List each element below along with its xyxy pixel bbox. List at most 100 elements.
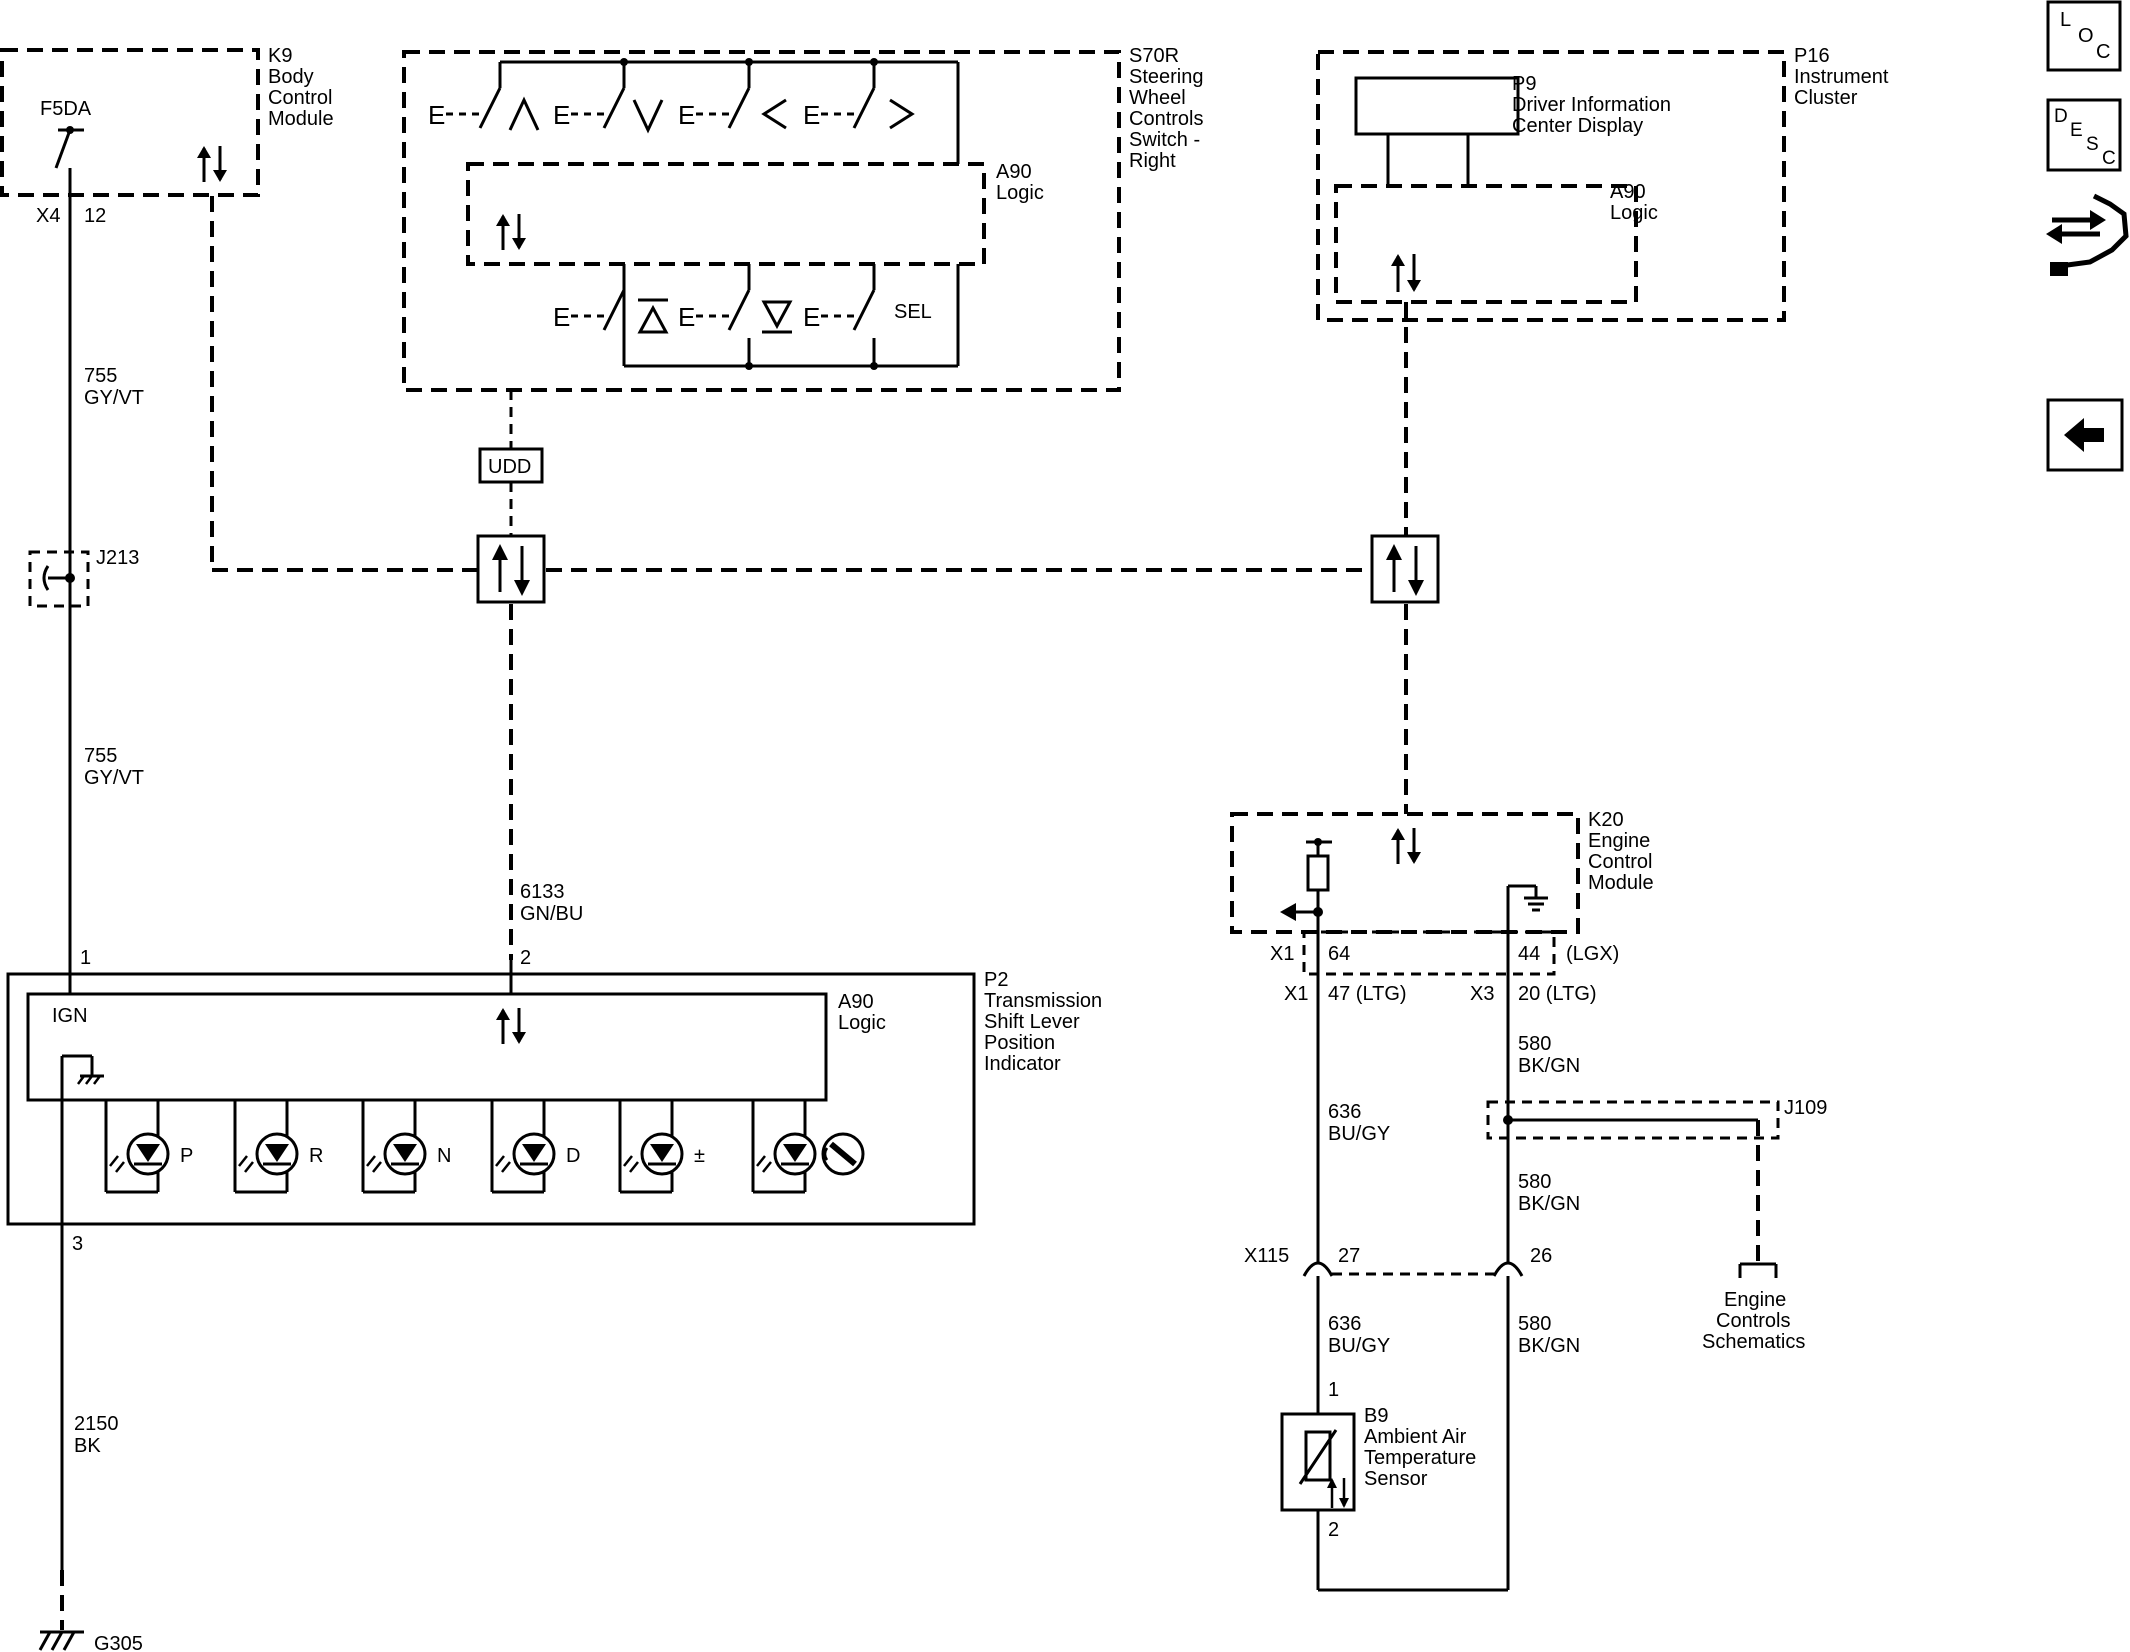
svg-text:GY/VT: GY/VT bbox=[84, 387, 144, 409]
switch-select: E SEL bbox=[803, 289, 932, 332]
svg-text:(LGX): (LGX) bbox=[1566, 943, 1619, 965]
svg-text:X4: X4 bbox=[36, 205, 60, 227]
svg-text:Switch -: Switch - bbox=[1129, 129, 1200, 151]
connector-hand-icon bbox=[2059, 193, 2129, 269]
svg-text:L: L bbox=[2060, 9, 2071, 31]
ambient-air-sensor-circuit: 580 BK/GN 636 BU/GY J109 Engine Controls… bbox=[1244, 912, 1827, 1592]
svg-text:GN/BU: GN/BU bbox=[520, 903, 583, 925]
connector-view-button[interactable] bbox=[2046, 193, 2129, 276]
svg-text:Logic: Logic bbox=[996, 182, 1044, 204]
chevron-left-icon bbox=[761, 98, 787, 130]
serial-data-splice-right bbox=[1370, 534, 1440, 604]
svg-text:B9: B9 bbox=[1364, 1405, 1388, 1427]
svg-text:X1: X1 bbox=[1284, 983, 1308, 1005]
k9-body-control-module: K9 Body Control Module F5DA X4 12 bbox=[0, 45, 334, 227]
serial-data-splice-left bbox=[476, 534, 546, 604]
svg-text:X115: X115 bbox=[1244, 1245, 1289, 1267]
svg-text:Right: Right bbox=[1129, 150, 1176, 172]
bidirectional-arrow-icon bbox=[1391, 828, 1421, 864]
svg-text:P2: P2 bbox=[984, 969, 1008, 991]
svg-text:580: 580 bbox=[1518, 1171, 1551, 1193]
svg-text:755: 755 bbox=[84, 745, 117, 767]
svg-text:1: 1 bbox=[1328, 1379, 1339, 1401]
brake-icon bbox=[821, 1132, 865, 1176]
svg-text:BK/GN: BK/GN bbox=[1518, 1335, 1580, 1357]
svg-text:GY/VT: GY/VT bbox=[84, 767, 144, 789]
svg-text:X3: X3 bbox=[1470, 983, 1494, 1005]
svg-text:580: 580 bbox=[1518, 1033, 1551, 1055]
svg-text:636: 636 bbox=[1328, 1313, 1361, 1335]
triangle-up-icon bbox=[637, 304, 669, 334]
location-view-button[interactable]: L O C bbox=[2046, 0, 2122, 72]
svg-text:44: 44 bbox=[1518, 943, 1540, 965]
svg-text:Logic: Logic bbox=[838, 1012, 886, 1034]
driver-information-display bbox=[1354, 76, 1520, 136]
svg-text:Indicator: Indicator bbox=[984, 1053, 1061, 1075]
svg-text:E: E bbox=[803, 302, 820, 332]
bidirectional-arrow-icon bbox=[1327, 1478, 1349, 1508]
back-button[interactable] bbox=[2046, 398, 2124, 472]
led-indicator: R bbox=[233, 1100, 323, 1194]
led-label: D bbox=[566, 1145, 580, 1167]
svg-text:Logic: Logic bbox=[1610, 202, 1658, 224]
p2-shift-lever-indicator: P2 Transmission Shift Lever Position Ind… bbox=[6, 947, 1102, 1255]
bidirectional-arrow-icon bbox=[1391, 254, 1421, 292]
description-view-button[interactable]: D E S C bbox=[2046, 98, 2122, 172]
led-label: N bbox=[437, 1145, 451, 1167]
led-indicator: ± bbox=[618, 1100, 705, 1194]
svg-text:A90: A90 bbox=[996, 161, 1032, 183]
svg-text:E: E bbox=[678, 302, 695, 332]
bidirectional-arrow-icon bbox=[197, 146, 227, 182]
svg-text:D: D bbox=[2054, 106, 2068, 127]
ground-circuit: 2150 BK G305 bbox=[38, 1224, 143, 1652]
svg-text:A90: A90 bbox=[838, 991, 874, 1013]
svg-text:BK/GN: BK/GN bbox=[1518, 1193, 1580, 1215]
svg-text:S: S bbox=[2086, 134, 2099, 155]
svg-text:580: 580 bbox=[1518, 1313, 1551, 1335]
svg-text:Wheel: Wheel bbox=[1129, 87, 1186, 109]
svg-text:Sensor: Sensor bbox=[1364, 1468, 1428, 1490]
svg-text:Module: Module bbox=[1588, 872, 1654, 894]
udd-label-box bbox=[478, 447, 544, 484]
svg-text:2150: 2150 bbox=[74, 1413, 119, 1435]
svg-text:2: 2 bbox=[1328, 1519, 1339, 1541]
svg-text:C: C bbox=[2102, 148, 2116, 169]
svg-text:Cluster: Cluster bbox=[1794, 87, 1858, 109]
switch-volume-up: E bbox=[553, 289, 669, 334]
svg-text:Center Display: Center Display bbox=[1512, 115, 1643, 137]
svg-text:C: C bbox=[2096, 41, 2110, 63]
svg-text:Instrument: Instrument bbox=[1794, 66, 1889, 88]
arrow-left-icon bbox=[2064, 418, 2104, 452]
connector-x115-pin26 bbox=[1492, 1261, 1524, 1277]
switch-down: E bbox=[553, 87, 664, 134]
svg-text:P16: P16 bbox=[1794, 45, 1830, 67]
led-label: R bbox=[309, 1145, 323, 1167]
chassis-ground-icon bbox=[60, 1054, 104, 1244]
led-label: P bbox=[180, 1145, 193, 1167]
switch-right: E bbox=[803, 87, 915, 130]
signal-ground-icon bbox=[1506, 884, 1548, 932]
svg-text:S70R: S70R bbox=[1129, 45, 1179, 67]
k20-engine-control-module: K20 Engine Control Module X1 64 bbox=[1230, 809, 1654, 1005]
svg-text:20 (LTG): 20 (LTG) bbox=[1518, 983, 1597, 1005]
svg-text:E: E bbox=[553, 302, 570, 332]
svg-text:BK/GN: BK/GN bbox=[1518, 1055, 1580, 1077]
serial-data-bus: UDD 6133 GN/BU bbox=[210, 196, 1440, 960]
pullup-resistor-icon bbox=[1280, 838, 1332, 921]
svg-text:636: 636 bbox=[1328, 1101, 1361, 1123]
svg-text:K9: K9 bbox=[268, 45, 292, 67]
led-indicator-row: P R N D ± bbox=[104, 1100, 865, 1194]
chevron-right-icon bbox=[889, 98, 915, 130]
svg-text:Steering: Steering bbox=[1129, 66, 1204, 88]
svg-text:47 (LTG): 47 (LTG) bbox=[1328, 983, 1407, 1005]
svg-text:Control: Control bbox=[1588, 851, 1652, 873]
ignition-circuit: 755 GY/VT J213 755 GY/VT bbox=[28, 168, 144, 960]
svg-text:G305: G305 bbox=[94, 1633, 143, 1652]
svg-text:64: 64 bbox=[1328, 943, 1350, 965]
b9-ambient-air-temperature-sensor: 1 B9 Ambient Air Temperature Sensor 2 bbox=[1280, 1379, 1476, 1541]
led-indicator: N bbox=[361, 1100, 451, 1194]
svg-text:Controls: Controls bbox=[1129, 108, 1203, 130]
svg-text:J213: J213 bbox=[96, 547, 139, 569]
led-indicator bbox=[751, 1100, 865, 1194]
svg-text:6133: 6133 bbox=[520, 881, 565, 903]
